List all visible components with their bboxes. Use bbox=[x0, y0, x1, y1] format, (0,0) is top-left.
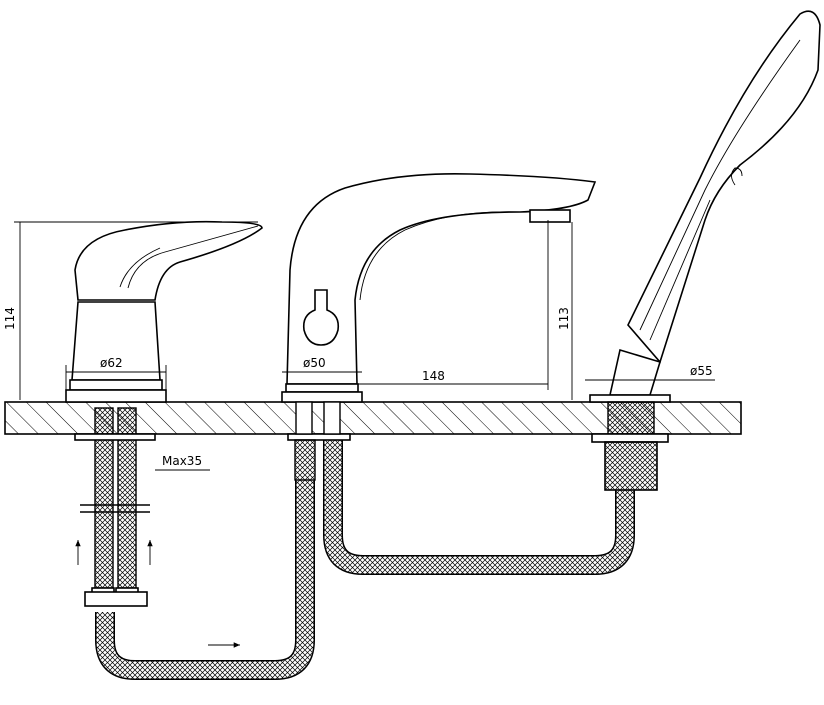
spout-height-label: 113 bbox=[557, 307, 571, 330]
hand-shower bbox=[589, 10, 821, 491]
mixer-diameter-label: ø62 bbox=[100, 356, 123, 370]
shower-diameter-label: ø55 bbox=[690, 364, 713, 378]
dimension-lines bbox=[14, 220, 715, 471]
max-thickness-label: Max35 bbox=[162, 454, 202, 468]
mixer-height-label: 114 bbox=[3, 307, 17, 330]
spout-diameter-label: ø50 bbox=[303, 356, 326, 370]
mixer-body bbox=[65, 220, 263, 441]
flexible-hoses bbox=[75, 407, 635, 680]
spout-body bbox=[281, 172, 597, 481]
spout-reach-label: 148 bbox=[422, 369, 445, 383]
